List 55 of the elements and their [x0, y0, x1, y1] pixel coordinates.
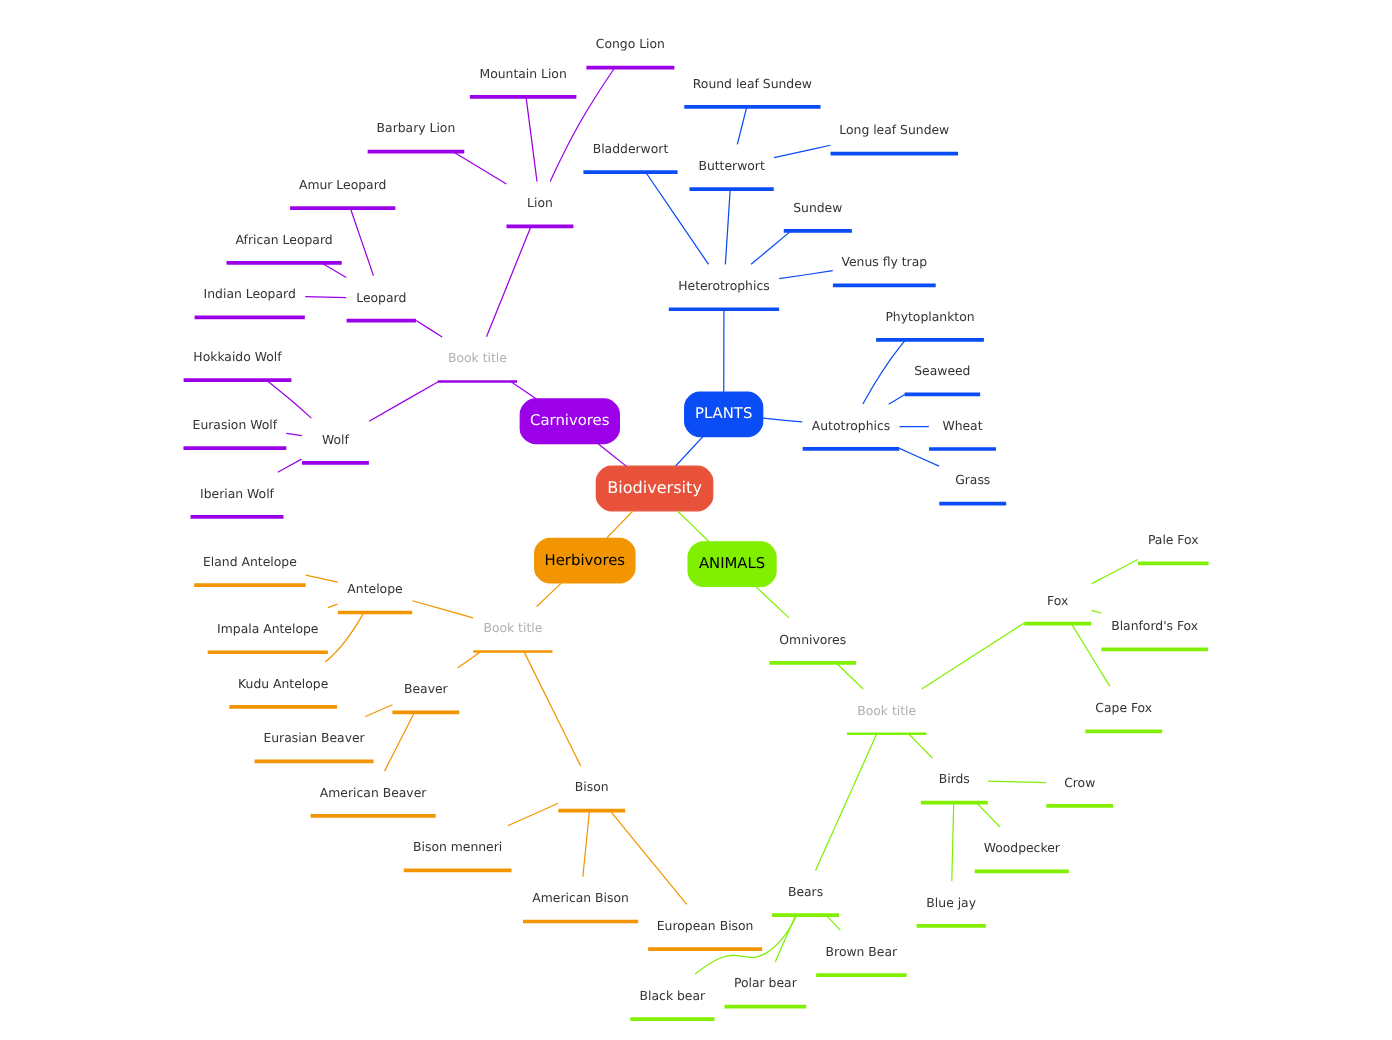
connector — [736, 105, 748, 144]
connector — [645, 170, 710, 264]
connector — [723, 307, 725, 392]
connector — [774, 913, 797, 962]
connector — [694, 913, 798, 974]
connector — [675, 435, 704, 466]
connector — [1091, 557, 1139, 584]
connector — [582, 809, 591, 877]
connector — [762, 416, 803, 422]
connector — [510, 380, 538, 399]
connector — [898, 425, 930, 427]
connector — [862, 338, 907, 404]
connector — [525, 95, 538, 182]
connector — [327, 602, 339, 608]
connector — [324, 610, 365, 662]
connector — [457, 649, 482, 668]
connector — [835, 661, 864, 689]
connector — [1091, 608, 1102, 613]
connector — [452, 150, 507, 184]
connector — [921, 621, 1025, 689]
connector — [677, 509, 710, 542]
connector — [523, 650, 582, 766]
connector — [778, 269, 834, 279]
connector — [724, 187, 731, 264]
connector — [364, 703, 393, 717]
connector — [750, 229, 792, 264]
connector — [888, 392, 906, 404]
connector — [898, 446, 940, 466]
connector — [908, 732, 933, 758]
connector — [383, 710, 416, 771]
connector — [987, 779, 1047, 783]
connector — [825, 913, 841, 930]
connector — [1070, 622, 1111, 686]
connector — [606, 509, 634, 538]
connector — [549, 66, 616, 182]
connector — [609, 809, 688, 904]
connector — [321, 261, 347, 278]
connector — [975, 801, 1001, 827]
connector — [755, 585, 790, 618]
connector — [485, 225, 532, 337]
connector — [411, 599, 474, 618]
connector — [304, 294, 347, 298]
connector — [536, 581, 562, 607]
connector — [349, 206, 375, 276]
connector — [266, 378, 312, 418]
connector — [773, 143, 832, 158]
connector — [285, 431, 303, 436]
connector — [814, 732, 878, 871]
connector — [597, 442, 627, 466]
connector — [305, 573, 339, 582]
connector — [277, 457, 303, 472]
connector — [951, 801, 955, 881]
connector — [368, 380, 439, 421]
connector — [415, 318, 443, 337]
connector — [507, 801, 559, 826]
